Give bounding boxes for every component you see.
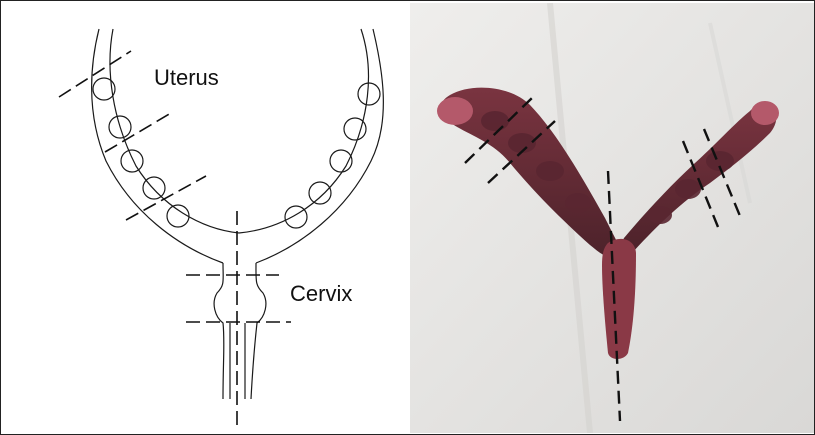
embryo-circle [358, 83, 380, 105]
cervix-right-contour [251, 263, 266, 399]
embryo-circle [344, 118, 366, 140]
embryo-swelling [481, 111, 509, 131]
right-horn-inner-wall [239, 29, 368, 233]
schematic-panel: Uterus Cervix [1, 1, 406, 434]
left-horn-inner-wall [110, 29, 239, 233]
cut-line [126, 176, 206, 220]
specimen-photo [410, 3, 814, 433]
left-fat-pad [437, 97, 473, 125]
embryo-circle [309, 182, 331, 204]
cut-line [105, 113, 171, 152]
cervix-left-contour [214, 263, 224, 399]
right-fat-pad [751, 101, 779, 125]
embryo-circle [285, 206, 307, 228]
specimen-photo-image [410, 3, 814, 433]
embryo-swelling [675, 179, 701, 199]
embryo-circle [167, 205, 189, 227]
right-horn-outer-wall [256, 29, 383, 263]
embryo-circle [143, 177, 165, 199]
embryo-circle [121, 150, 143, 172]
embryo-swelling [565, 193, 591, 213]
label-uterus: Uterus [154, 65, 219, 91]
embryo-swelling [536, 161, 564, 181]
cloth-background [410, 3, 814, 433]
cut-line [59, 51, 131, 97]
embryo-swelling [648, 206, 672, 224]
label-cervix: Cervix [290, 281, 352, 307]
